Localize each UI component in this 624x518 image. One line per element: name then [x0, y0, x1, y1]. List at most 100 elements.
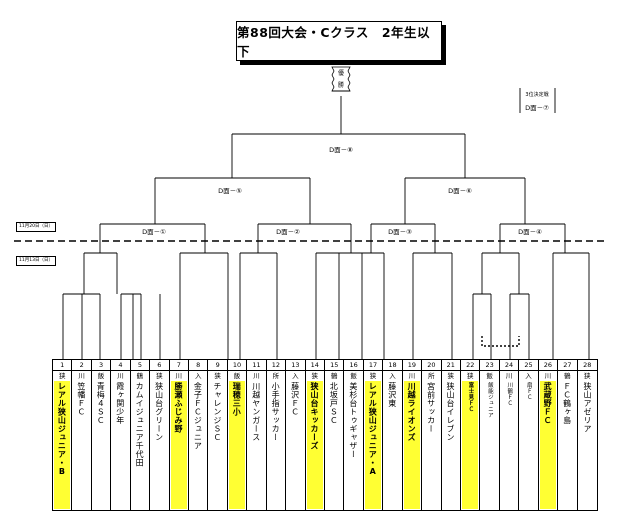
team-area: 鶴 — [564, 372, 571, 380]
team-area: 川 — [78, 372, 85, 380]
team-number: 16 — [344, 360, 363, 371]
team-name: 藤沢ＦＣ — [290, 382, 300, 416]
team-name: レアル狭山ジュニア・A — [364, 381, 382, 509]
team-area: 入 — [194, 372, 202, 380]
team-area: 狭 — [214, 372, 221, 380]
third-place-match: D面－⑦ — [524, 104, 550, 112]
team-area: 狭 — [447, 372, 455, 380]
team-area: 狭 — [156, 372, 163, 380]
team-number: 22 — [461, 360, 480, 371]
team-name: カムイジュニア千代田 — [135, 382, 145, 467]
team-name: 笠幡ＦＣ — [76, 382, 86, 416]
team-name: 川越ヤンガース — [251, 382, 261, 442]
team-area: 川 — [117, 372, 124, 380]
team-number: 12 — [266, 360, 286, 371]
team-area: 川 — [505, 372, 513, 380]
team-area: 入 — [389, 372, 396, 380]
team-area: 川 — [253, 372, 260, 380]
team-area: 所 — [428, 372, 435, 380]
team-name: ＦＣ鶴ヶ島 — [562, 382, 572, 425]
semi-right-match: D面－⑥ — [447, 187, 473, 195]
team-number: 19 — [402, 360, 422, 371]
team-name: 藤沢東 — [387, 382, 397, 408]
team-area: 川 — [175, 372, 183, 380]
team-name: 霞ヶ関少年 — [115, 382, 125, 425]
team-name: 狭山台グリーン — [154, 382, 164, 442]
team-name: チャレンジＳＣ — [212, 382, 222, 442]
team-number: 23 — [480, 360, 499, 371]
team-number: 24 — [499, 360, 519, 371]
team-name: 金子ＦＣジュニア — [193, 382, 203, 450]
quarter-1-match: D面－① — [141, 228, 167, 236]
team-name: 美杉台トゥギャザー — [348, 382, 358, 459]
team-area: 狭 — [311, 372, 319, 380]
team-number: 18 — [383, 360, 402, 371]
team-area: 入 — [525, 372, 532, 380]
team-area: 狭 — [466, 372, 474, 380]
team-area: 鶴 — [330, 372, 338, 380]
team-name: 北坂戸ＳＣ — [329, 382, 339, 425]
team-name: 宮前サッカー — [426, 382, 436, 433]
team-number: 25 — [519, 360, 538, 371]
team-number: 1 — [53, 360, 72, 371]
quarter-3-match: D面－③ — [387, 228, 413, 236]
date-upper: 11月20日（日） — [16, 222, 56, 232]
team-number: 9 — [208, 360, 227, 371]
team-name: 飯能ジュニア — [486, 382, 493, 418]
team-name: 狭山アゼリア — [582, 382, 592, 433]
team-name: 瑞穂三小 — [228, 381, 246, 509]
team-name: 青梅４ＳＣ — [96, 382, 106, 425]
trophy-label-2: 勝 — [337, 82, 344, 89]
team-number: 7 — [169, 360, 188, 371]
team-area: 飯 — [97, 372, 105, 380]
team-name: 狭山台キッカーズ — [306, 381, 323, 509]
trophy-label-1: 優 — [337, 70, 344, 77]
quarter-4-match: D面－④ — [517, 228, 543, 236]
team-area: 狭 — [584, 372, 591, 380]
team-number: 20 — [422, 360, 441, 371]
team-number: 11 — [247, 360, 266, 371]
team-number: 13 — [286, 360, 305, 371]
team-area: 鶴 — [136, 372, 144, 380]
team-name: 小手指サッカー — [271, 382, 281, 442]
team-area: 飯 — [233, 372, 241, 380]
team-number: 4 — [111, 360, 130, 371]
team-area: 川 — [544, 372, 552, 380]
team-number: 17 — [363, 360, 383, 371]
team-name: 武蔵野ＦＣ — [539, 381, 557, 509]
team-area: 狭 — [58, 372, 66, 380]
team-name: 狭山台イレブン — [445, 382, 455, 442]
date-lower: 11月13日（日） — [16, 256, 56, 266]
team-name: 富士見ＦＣ — [462, 381, 479, 509]
team-number: 21 — [441, 360, 460, 371]
team-number: 8 — [189, 360, 208, 371]
team-number: 3 — [91, 360, 111, 371]
team-number: 14 — [305, 360, 324, 371]
team-number: 27 — [558, 360, 577, 371]
team-area: 入 — [292, 372, 299, 380]
team-name: 扇ＦＣ — [525, 382, 532, 400]
page-title: 第88回大会・Cクラス 2年生以下 — [236, 21, 442, 61]
